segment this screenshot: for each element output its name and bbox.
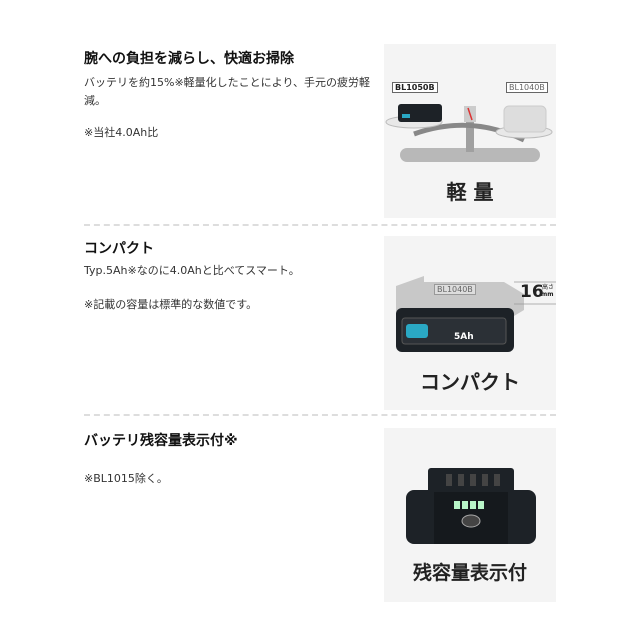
dimension-label: 高さ bbox=[542, 284, 555, 291]
image-caption: 残容量表示付 bbox=[412, 562, 527, 584]
dimension-value: 16 bbox=[520, 282, 544, 302]
model-label-right: BL1040B bbox=[506, 82, 548, 93]
section-note: ※記載の容量は標準的な数値です。 bbox=[84, 298, 258, 311]
model-label-left: BL1050B bbox=[392, 82, 438, 93]
section-title: バッテリ残容量表示付※ bbox=[84, 433, 238, 449]
section-title: 腕への負担を減らし、快適お掃除 bbox=[84, 51, 294, 67]
section-body: バッテリを約15%※軽量化したことにより、手元の疲労軽減。 bbox=[84, 76, 371, 107]
section-note: ※当社4.0Ah比 bbox=[84, 126, 159, 139]
section-title: コンパクト bbox=[84, 241, 154, 257]
section-note: ※BL1015除く。 bbox=[84, 472, 168, 485]
section-body: Typ.5Ah※なのに4.0Ahと比べてスマート。 bbox=[84, 264, 300, 277]
image-caption: 軽 量 bbox=[446, 180, 494, 204]
fuel-gauge-image: 残容量表示付 bbox=[384, 428, 556, 602]
dimension-unit: mm bbox=[541, 291, 554, 298]
section-compact: コンパクト Typ.5Ah※なのに4.0Ahと比べてスマート。 ※記載の容量は標… bbox=[84, 236, 556, 410]
section-divider bbox=[84, 414, 556, 416]
compact-image: BL1040B 5Ah 16 高さ mm コンパクト bbox=[384, 236, 556, 410]
lightweight-image: BL1050B BL1040B 軽 量 bbox=[384, 44, 556, 218]
section-fuel-gauge: バッテリ残容量表示付※ ※BL1015除く。 残容量表示付 bbox=[84, 428, 556, 602]
section-lightweight: 腕への負担を減らし、快適お掃除 バッテリを約15%※軽量化したことにより、手元の… bbox=[84, 44, 556, 218]
model-label: BL1040B bbox=[434, 284, 476, 295]
section-divider bbox=[84, 224, 556, 226]
scale-illustration bbox=[385, 104, 553, 162]
battery-compare-illustration bbox=[396, 276, 556, 352]
image-caption: コンパクト bbox=[420, 370, 520, 394]
battery-gauge-illustration bbox=[406, 468, 536, 544]
capacity-label: 5Ah bbox=[454, 332, 474, 342]
